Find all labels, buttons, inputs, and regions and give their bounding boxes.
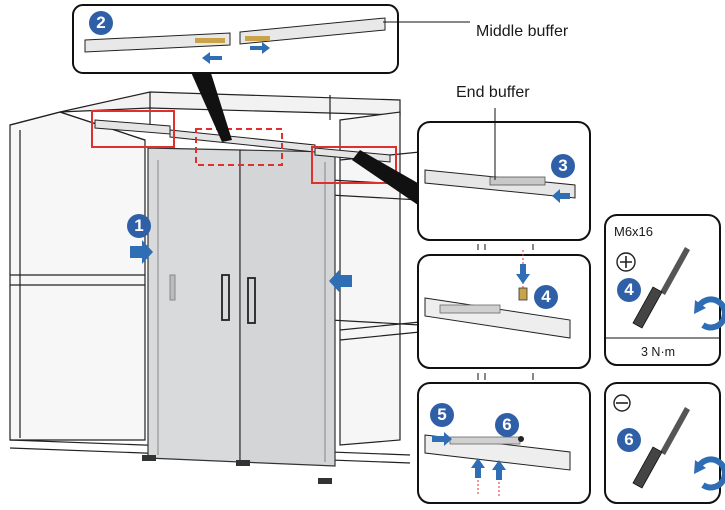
step-3-badge: 3	[551, 154, 575, 178]
step-4-tool-badge: 4	[617, 278, 641, 302]
step-6-badge: 6	[495, 413, 519, 437]
end-buffer-label: End buffer	[456, 84, 530, 101]
screw-panel	[417, 244, 591, 369]
step-5-badge: 5	[430, 403, 454, 427]
step-4-badge: 4	[534, 285, 558, 309]
step-6-tool-badge: 6	[617, 428, 641, 452]
phillips-tool-panel	[604, 214, 725, 366]
torque-label: 3 N·m	[641, 345, 676, 359]
middle-buffer-panel	[72, 4, 470, 74]
pointer-wedges	[190, 70, 430, 205]
highlight-boxes	[91, 110, 397, 184]
end-buffer-panel	[417, 108, 591, 241]
door-arrows	[130, 240, 352, 293]
middle-buffer-label: Middle buffer	[476, 23, 569, 40]
screw-spec-label: M6x16	[614, 224, 654, 239]
step-1-badge: 1	[127, 214, 151, 238]
sliding-doors	[142, 147, 336, 484]
step-2-badge: 2	[89, 11, 113, 35]
flathead-tool-panel	[604, 382, 725, 504]
top-rail	[94, 119, 391, 163]
cabinet-assembly	[9, 91, 421, 464]
phillips-head-icon	[616, 252, 636, 272]
fasten-panel	[417, 373, 591, 504]
flathead-icon	[613, 394, 631, 412]
